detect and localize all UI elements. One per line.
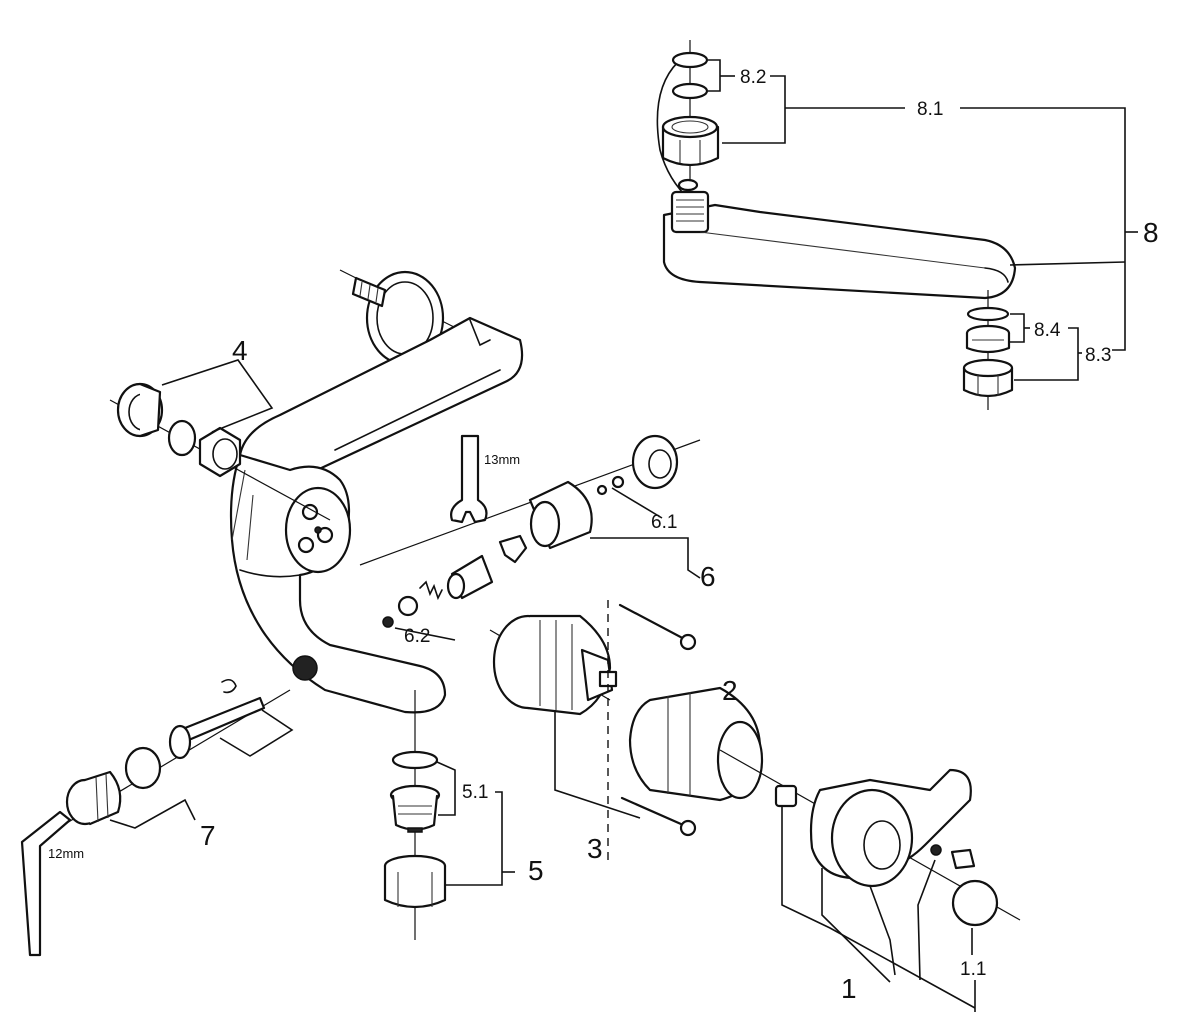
spout-stud-ring bbox=[677, 178, 699, 192]
body-side-port bbox=[292, 655, 318, 681]
compression-spring-6-2 bbox=[419, 580, 443, 601]
connector-o-ring bbox=[167, 419, 197, 457]
o-ring-8-2-top bbox=[671, 51, 709, 69]
spindle-o-ring bbox=[124, 746, 162, 790]
washer-8-4-top bbox=[966, 306, 1010, 322]
aerator-5 bbox=[383, 690, 515, 940]
lever-handle-1 bbox=[719, 749, 1021, 1012]
cone-sleeve-6 bbox=[528, 480, 593, 550]
callout-8-2: 8.2 bbox=[740, 67, 766, 88]
aerator-housing-8-3 bbox=[962, 358, 1014, 398]
cap-1-1 bbox=[951, 879, 999, 927]
callout-1: 1 bbox=[841, 973, 857, 1004]
union-nut-8-1 bbox=[661, 115, 720, 167]
valve-body bbox=[229, 269, 524, 714]
callout-6-1: 6.1 bbox=[651, 512, 677, 533]
small-nut-6-1 bbox=[611, 475, 625, 489]
flow-parts-6 bbox=[359, 434, 701, 641]
spout-assembly bbox=[656, 40, 1138, 410]
connector-plug bbox=[116, 382, 164, 438]
clip-bracket-6 bbox=[498, 534, 528, 564]
callout-3: 3 bbox=[587, 833, 603, 864]
valve-body-main bbox=[229, 453, 447, 714]
outlet-face-plate bbox=[284, 486, 352, 574]
small-ring-6-2 bbox=[382, 616, 394, 628]
hex-nut bbox=[198, 426, 242, 478]
callout-2: 2 bbox=[722, 675, 738, 706]
wrench-size-label: 13mm bbox=[484, 452, 520, 467]
washer-6-2 bbox=[397, 595, 419, 617]
aerator-housing-5 bbox=[383, 854, 447, 909]
callout-8-4: 8.4 bbox=[1034, 320, 1061, 341]
callout-8: 8 bbox=[1143, 217, 1159, 248]
aerator-insert-8-4 bbox=[965, 324, 1011, 354]
circlip bbox=[221, 678, 237, 694]
aerator-insert-5-1 bbox=[389, 784, 441, 833]
callout-5-1: 5.1 bbox=[462, 782, 488, 803]
spout-body bbox=[662, 190, 1017, 300]
threaded-sleeve bbox=[446, 554, 494, 600]
cartridge-3 bbox=[489, 600, 697, 860]
small-washer-6-1 bbox=[596, 484, 608, 496]
callout-8-1: 8.1 bbox=[917, 99, 943, 120]
callout-7: 7 bbox=[200, 820, 216, 851]
screw-bottom bbox=[620, 796, 692, 830]
o-ring-8-2-bottom bbox=[671, 82, 709, 100]
screw-top bbox=[618, 603, 692, 644]
escutcheon-ring-6-1 bbox=[631, 434, 679, 490]
handle-washer bbox=[930, 844, 942, 856]
callout-8-3: 8.3 bbox=[1085, 345, 1111, 366]
callout-labels: 1 1.1 2 3 4 5 5.1 6 6.1 6.2 7 8 8.1 8.2 … bbox=[48, 67, 1159, 1004]
check-valve-insert bbox=[65, 770, 122, 826]
callout-5: 5 bbox=[528, 855, 544, 886]
spindle-7 bbox=[54, 678, 294, 831]
spindle-shaft bbox=[178, 696, 266, 744]
adapter-cube bbox=[774, 784, 798, 808]
callout-1-1: 1.1 bbox=[960, 959, 986, 980]
wall-connector-with-rosette bbox=[351, 270, 445, 366]
hex-key-12mm-icon bbox=[20, 810, 72, 957]
handle-sleeve-2 bbox=[628, 686, 764, 802]
handle-screw bbox=[950, 848, 976, 870]
wrench-13mm-icon bbox=[450, 434, 488, 524]
callout-6: 6 bbox=[700, 561, 716, 592]
callout-4: 4 bbox=[232, 335, 248, 366]
hex-key-size-label: 12mm bbox=[48, 846, 84, 861]
connector-set-4 bbox=[109, 359, 331, 521]
callout-6-2: 6.2 bbox=[404, 626, 430, 647]
aerator-washer-5-1 bbox=[391, 750, 439, 770]
